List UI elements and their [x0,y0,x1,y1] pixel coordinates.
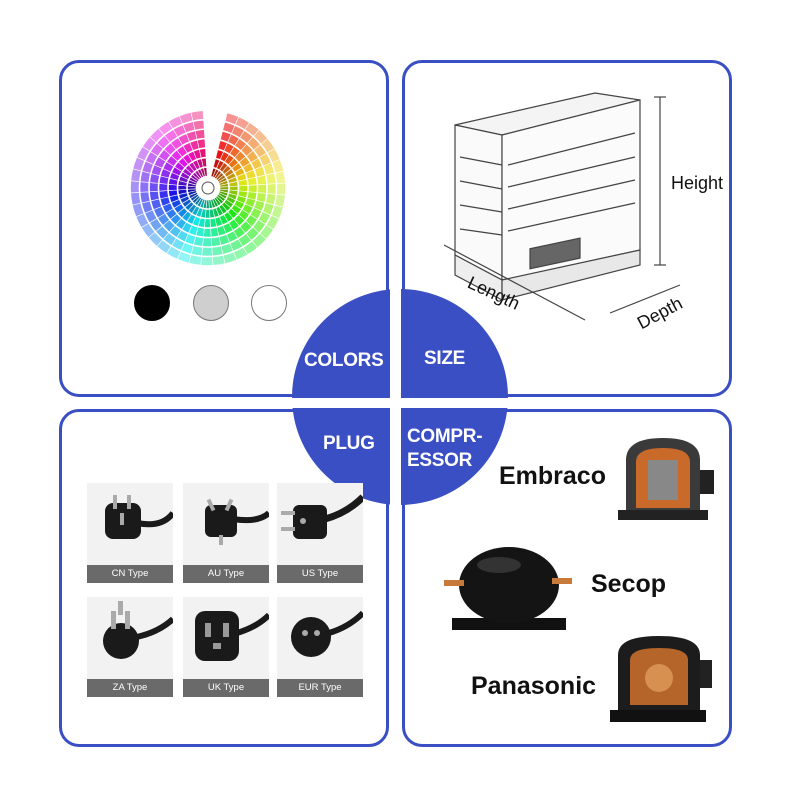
color-chip [130,192,142,206]
compressor-badge-line2: ESSOR [407,450,473,471]
colors-badge: COLORS [304,350,384,371]
eur-plug-icon [291,610,363,657]
color-chip [190,110,204,122]
secop-brand-label: Secop [591,570,667,598]
plug-type-label: EUR Type [277,679,363,697]
plug-type-label: UK Type [183,679,269,697]
us-plug-icon [281,494,363,539]
color-chip [256,174,267,186]
plug-card[interactable]: US Type [277,483,363,583]
display-cabinet-dimension-diagram [443,92,681,321]
color-chip [198,148,207,159]
color-chip [211,245,224,257]
size-badge: SIZE [424,348,466,369]
vertical-divider [390,285,401,510]
za-plug-icon [103,601,173,659]
horizontal-divider [285,398,515,408]
plug-card[interactable]: CN Type [87,483,173,583]
color-fan-wheel-icon [130,110,286,266]
color-chip [201,157,207,168]
color-chip [158,183,169,192]
plug-type-label: CN Type [87,565,173,583]
color-chip [212,254,226,266]
color-chip [210,236,222,247]
cn-plug-icon [105,495,173,539]
plug-card[interactable]: AU Type [183,483,269,583]
swatch-black[interactable] [134,285,170,321]
color-chip [192,119,205,131]
color-chip [257,183,267,194]
color-chip [130,180,140,194]
color-chip [200,256,214,266]
plug-card[interactable]: EUR Type [277,597,363,697]
color-chip [274,170,286,184]
color-chip [149,182,159,193]
swatch-white[interactable] [251,285,287,321]
panasonic-compressor-icon [610,636,712,722]
color-chip [203,167,208,177]
color-chip [149,190,160,202]
color-chip [247,184,258,193]
embraco-brand-label: Embraco [499,462,606,490]
height-label: Height [671,173,724,193]
au-plug-icon [205,498,269,545]
plug-badge: PLUG [323,433,375,454]
wheel-pivot [201,181,215,195]
color-chip [276,182,286,196]
color-chip [266,183,277,195]
swatch-grey[interactable] [193,285,229,321]
color-chip [201,246,213,257]
color-chip [203,227,212,238]
color-chip [139,181,150,193]
compressor-badge-line1: COMPR- [407,426,483,447]
plug-card[interactable]: UK Type [183,597,269,697]
color-chip [202,237,213,247]
secop-compressor-icon [444,547,572,630]
panasonic-brand-label: Panasonic [471,672,597,700]
compressor-badge: COMPR- ESSOR [407,425,483,473]
plug-type-label: US Type [277,565,363,583]
plug-card[interactable]: ZA Type [87,597,173,697]
plug-type-label: ZA Type [87,679,173,697]
color-chip [265,172,277,185]
plug-type-label: AU Type [183,565,269,583]
color-chip [196,138,206,149]
color-chip [139,191,151,204]
embraco-compressor-icon [618,438,714,520]
uk-plug-icon [195,611,269,661]
color-chip [194,129,206,140]
